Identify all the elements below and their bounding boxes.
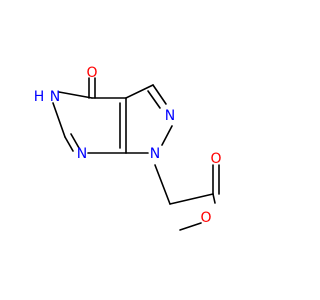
bond-ch2-cester xyxy=(169,193,214,205)
molecule-drawing: O H N N N N O O xyxy=(34,65,222,231)
atom-nh-hydrogen: H xyxy=(34,89,45,105)
bond-c3-n2-a xyxy=(152,84,167,105)
atom-ester-ether-oxygen: O xyxy=(200,210,211,226)
bond-cester-oether xyxy=(212,193,216,204)
atom-ester-carbonyl-oxygen: O xyxy=(210,151,221,167)
bond-c4-n5 xyxy=(58,91,93,99)
atom-carbonyl-oxygen: O xyxy=(86,65,97,81)
bond-n2-n1 xyxy=(161,125,173,146)
atom-pyrazole-n2: N xyxy=(165,108,175,124)
bonds xyxy=(52,77,220,231)
bond-n1-ch2 xyxy=(154,164,171,205)
atom-labels: O H N N N N O O xyxy=(34,65,222,226)
atom-nh-nitrogen: N xyxy=(50,89,60,105)
bond-c3a-c3 xyxy=(125,84,154,99)
bond-c6-n7-a xyxy=(64,136,74,152)
structure-canvas: O H N N N N O O xyxy=(33,65,222,231)
atom-pyrimidine-nitrogen: N xyxy=(77,146,87,162)
bond-n5-c6 xyxy=(52,102,66,138)
bond-c3-n2-b xyxy=(147,90,161,109)
bond-c6-n7-b xyxy=(70,133,80,149)
bond-oether-ch3 xyxy=(179,222,202,231)
atom-pyrazole-n1: N xyxy=(150,146,160,162)
